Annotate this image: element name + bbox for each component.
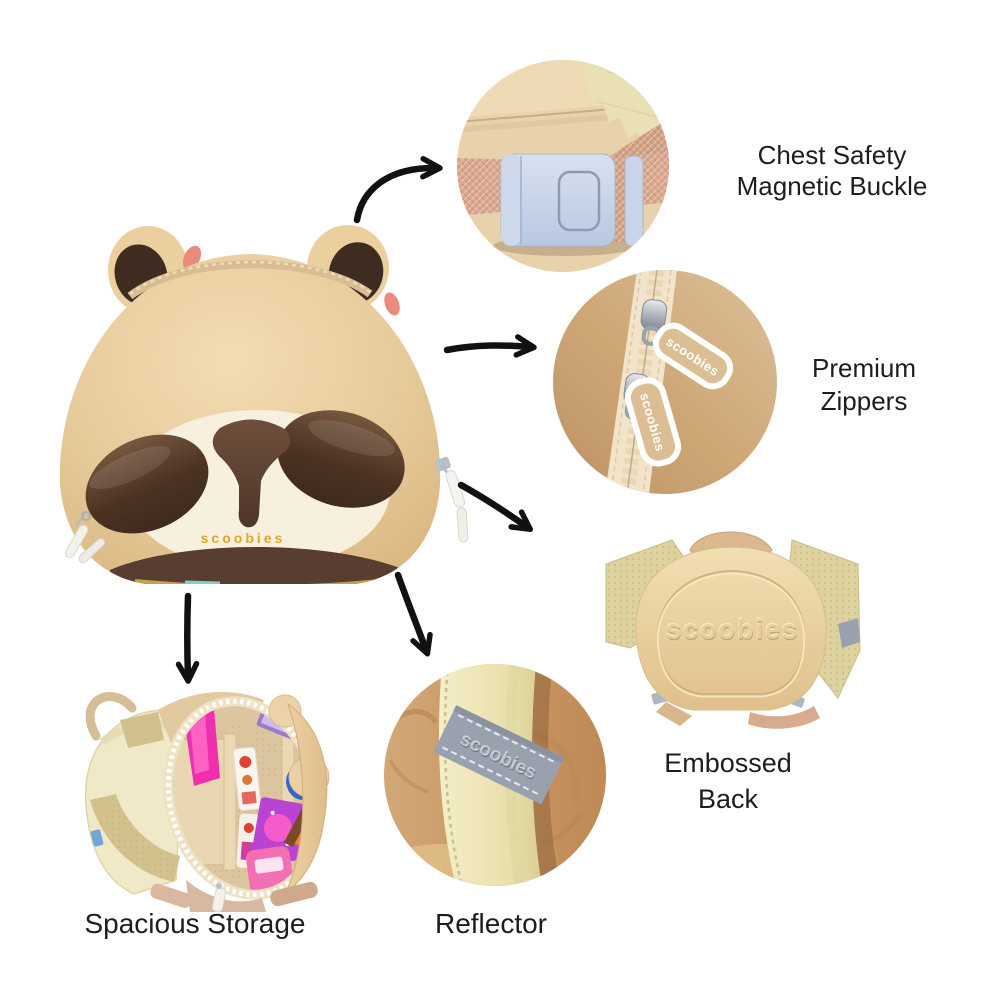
left-zipper-pulls: [64, 511, 106, 564]
right-zipper-pulls: [435, 456, 469, 543]
panda-backpack-front-art: scoobies: [59, 225, 469, 584]
zippers-feature-label: Premium Zippers: [714, 352, 1000, 418]
zipper-detail-photo: scoobies scoobies: [553, 270, 777, 494]
open-backpack-art: [84, 686, 339, 913]
open-backpack-photo: [62, 682, 342, 917]
embossed-back-feature-label: Embossed Back: [578, 745, 878, 817]
magnetic-buckle: [500, 153, 644, 247]
svg-text:scoobies: scoobies: [666, 615, 799, 645]
backpack-back-art: scoobies scoobies scoobies: [605, 531, 861, 729]
top-zipper-tape: [127, 260, 373, 300]
brand-tag-lower: scoobies: [624, 377, 682, 467]
reflector-art: scoobies scoobies: [384, 664, 606, 886]
zippers-label-line1: Premium: [811, 353, 916, 383]
embossed-label-line1: Embossed: [664, 748, 792, 778]
panda-eye-patches: [85, 410, 405, 534]
storage-feature-label: Spacious Storage: [45, 908, 345, 940]
embossed-shell-marks: [388, 709, 582, 846]
reflector-label-line1: Reflector: [434, 908, 548, 939]
svg-text:scoobies: scoobies: [666, 616, 799, 646]
embossed-brand-text: scoobies scoobies scoobies: [665, 613, 799, 646]
panda-nose: [212, 419, 291, 528]
embossed-dome-line: [656, 569, 806, 698]
arrow-to-storage-icon: [175, 592, 200, 684]
reflective-tab: [838, 618, 860, 648]
chest-buckle-art: [457, 60, 669, 272]
front-shell-edge: [284, 702, 328, 894]
gold-piping: [134, 578, 389, 584]
teal-bottom-sliver: [184, 580, 221, 584]
embossed-label-line2: Back: [697, 784, 759, 814]
zippers-label-line2: Zippers: [820, 386, 908, 416]
buckle-label-line2: Magnetic Buckle: [736, 171, 928, 201]
storage-label-line1: Spacious Storage: [84, 908, 306, 939]
panda-backpack-front-photo: scoobies: [40, 222, 480, 600]
carry-handle: [85, 692, 137, 741]
zipper-art: scoobies scoobies: [553, 270, 777, 494]
chest-buckle-detail-photo: [457, 60, 669, 272]
reflector-detail-photo: scoobies scoobies: [384, 664, 606, 886]
buckle-label-line1: Chest Safety: [757, 140, 907, 170]
arrow-to-buckle-icon: [353, 155, 443, 224]
svg-text:scoobies: scoobies: [665, 613, 798, 643]
bottom-band: [110, 547, 410, 584]
bottom-straps: [150, 880, 318, 913]
buckle-feature-label: Chest Safety Magnetic Buckle: [682, 140, 982, 202]
reflector-feature-label: Reflector: [341, 908, 641, 940]
zipper-slider-upper: [640, 299, 668, 346]
brand-print: scoobies: [201, 530, 286, 546]
backpack-back-photo: scoobies scoobies scoobies: [600, 520, 865, 735]
